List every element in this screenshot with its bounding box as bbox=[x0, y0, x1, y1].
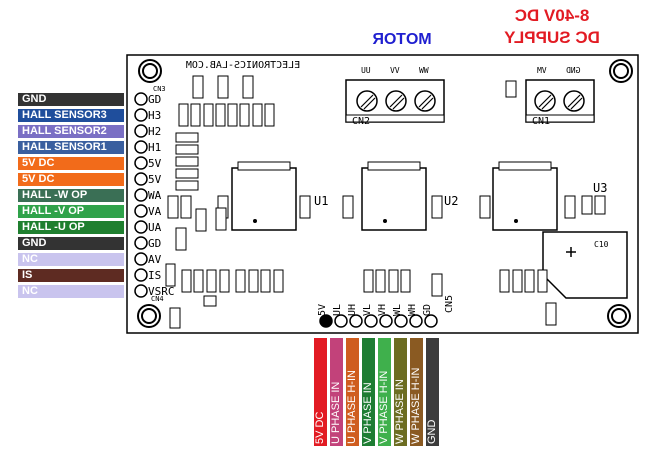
u3-label: U3 bbox=[593, 181, 608, 195]
cn2-pin-uu: UU bbox=[361, 66, 371, 75]
left-pin-description: HALL SENSOR3 bbox=[18, 109, 124, 122]
left-pin-description: NC bbox=[18, 253, 124, 266]
left-pin-label: GD bbox=[148, 93, 162, 106]
bottom-pin-description-text: U PHASE H-IN bbox=[345, 370, 358, 444]
cn2-pin-ww: WW bbox=[419, 66, 429, 75]
left-pin-label: GD bbox=[148, 237, 162, 250]
bottom-pin-label-text: UL bbox=[332, 303, 343, 316]
bottom-pin-description: V PHASE IN bbox=[362, 338, 375, 446]
bottom-pin-label-text: GD bbox=[422, 303, 433, 316]
left-pin-label: UA bbox=[148, 221, 162, 234]
bottom-pin-label-text: VH bbox=[377, 303, 388, 316]
left-pin-description: HALL -W OP bbox=[18, 189, 124, 202]
cn3-label: CN3 bbox=[153, 85, 166, 93]
bottom-pin-label-text: UH bbox=[347, 303, 358, 316]
cn1-pin-gnd: GND bbox=[566, 66, 581, 75]
cn2-pin-vv: VV bbox=[390, 66, 400, 75]
bottom-pin-description: W PHASE IN bbox=[394, 338, 407, 446]
bottom-pin-description: 5V DC bbox=[314, 338, 327, 446]
bottom-pin-description: U PHASE IN bbox=[330, 338, 343, 446]
bottom-pin-label-text: 5V bbox=[317, 303, 328, 316]
bottom-pin-description-text: V PHASE H-IN bbox=[377, 370, 390, 444]
bottom-pin-label: 5V bbox=[317, 294, 330, 316]
cn5-label: CN5 bbox=[444, 294, 455, 313]
bottom-pin-description-text: 5V DC bbox=[313, 411, 326, 444]
left-pin-description: GND bbox=[18, 93, 124, 106]
left-pin-description: HALL -V OP bbox=[18, 205, 124, 218]
bottom-pin-label: UL bbox=[332, 294, 345, 316]
left-pin-description: HALL SENSOR1 bbox=[18, 141, 124, 154]
bottom-pin-label-text: WH bbox=[407, 303, 418, 316]
bottom-pin-label: UH bbox=[347, 294, 360, 316]
brand-text: ELECTRONICS-LAB.COM bbox=[185, 60, 301, 71]
cn4-label: CN4 bbox=[151, 295, 164, 303]
bottom-pin-description-text: U PHASE IN bbox=[329, 381, 342, 444]
bottom-pin-description: W PHASE H-IN bbox=[410, 338, 423, 446]
left-pin-label: AV bbox=[148, 253, 162, 266]
left-pin-label: VA bbox=[148, 205, 162, 218]
u2-label: U2 bbox=[444, 194, 459, 208]
bottom-pin-description: GND bbox=[426, 338, 439, 446]
bottom-pin-label-text: VL bbox=[362, 303, 373, 316]
bottom-pin-description-text: GND bbox=[425, 419, 438, 444]
left-pin-label: 5V bbox=[148, 173, 162, 186]
bottom-pin-label: WL bbox=[392, 294, 405, 316]
left-pin-description: HALL SENSOR2 bbox=[18, 125, 124, 138]
cn1-pin-vm: VM bbox=[537, 66, 547, 75]
c10-label: C10 bbox=[594, 240, 609, 249]
left-pin-description: NC bbox=[18, 285, 124, 298]
bottom-pin-description-text: W PHASE IN bbox=[393, 379, 406, 444]
left-pin-label: H3 bbox=[148, 109, 162, 122]
left-pin-label: H1 bbox=[148, 141, 162, 154]
left-pin-description: IS bbox=[18, 269, 124, 282]
bottom-pin-description: U PHASE H-IN bbox=[346, 338, 359, 446]
bottom-pin-description-text: V PHASE IN bbox=[361, 382, 374, 444]
left-pin-description: HALL -U OP bbox=[18, 221, 124, 234]
left-pin-description: 5V DC bbox=[18, 157, 124, 170]
left-pin-label: H2 bbox=[148, 125, 162, 138]
bottom-pin-label: WH bbox=[407, 294, 420, 316]
bottom-pin-label: VL bbox=[362, 294, 375, 316]
bottom-pin-label-text: WL bbox=[392, 303, 403, 316]
left-pin-label: VSRC bbox=[148, 285, 175, 298]
left-pin-label: WA bbox=[148, 189, 162, 202]
u1-label: U1 bbox=[314, 194, 329, 208]
left-pin-description: 5V DC bbox=[18, 173, 124, 186]
cn2-label: CN2 bbox=[352, 116, 371, 127]
cn1-label: CN1 bbox=[532, 116, 551, 127]
bottom-pin-label: VH bbox=[377, 294, 390, 316]
left-pin-label: IS bbox=[148, 269, 162, 282]
bottom-pin-description: V PHASE H-IN bbox=[378, 338, 391, 446]
left-pin-description: GND bbox=[18, 237, 124, 250]
bottom-pin-description-text: W PHASE H-IN bbox=[409, 367, 422, 444]
left-pin-label: 5V bbox=[148, 157, 162, 170]
bottom-pin-label: GD bbox=[422, 294, 435, 316]
